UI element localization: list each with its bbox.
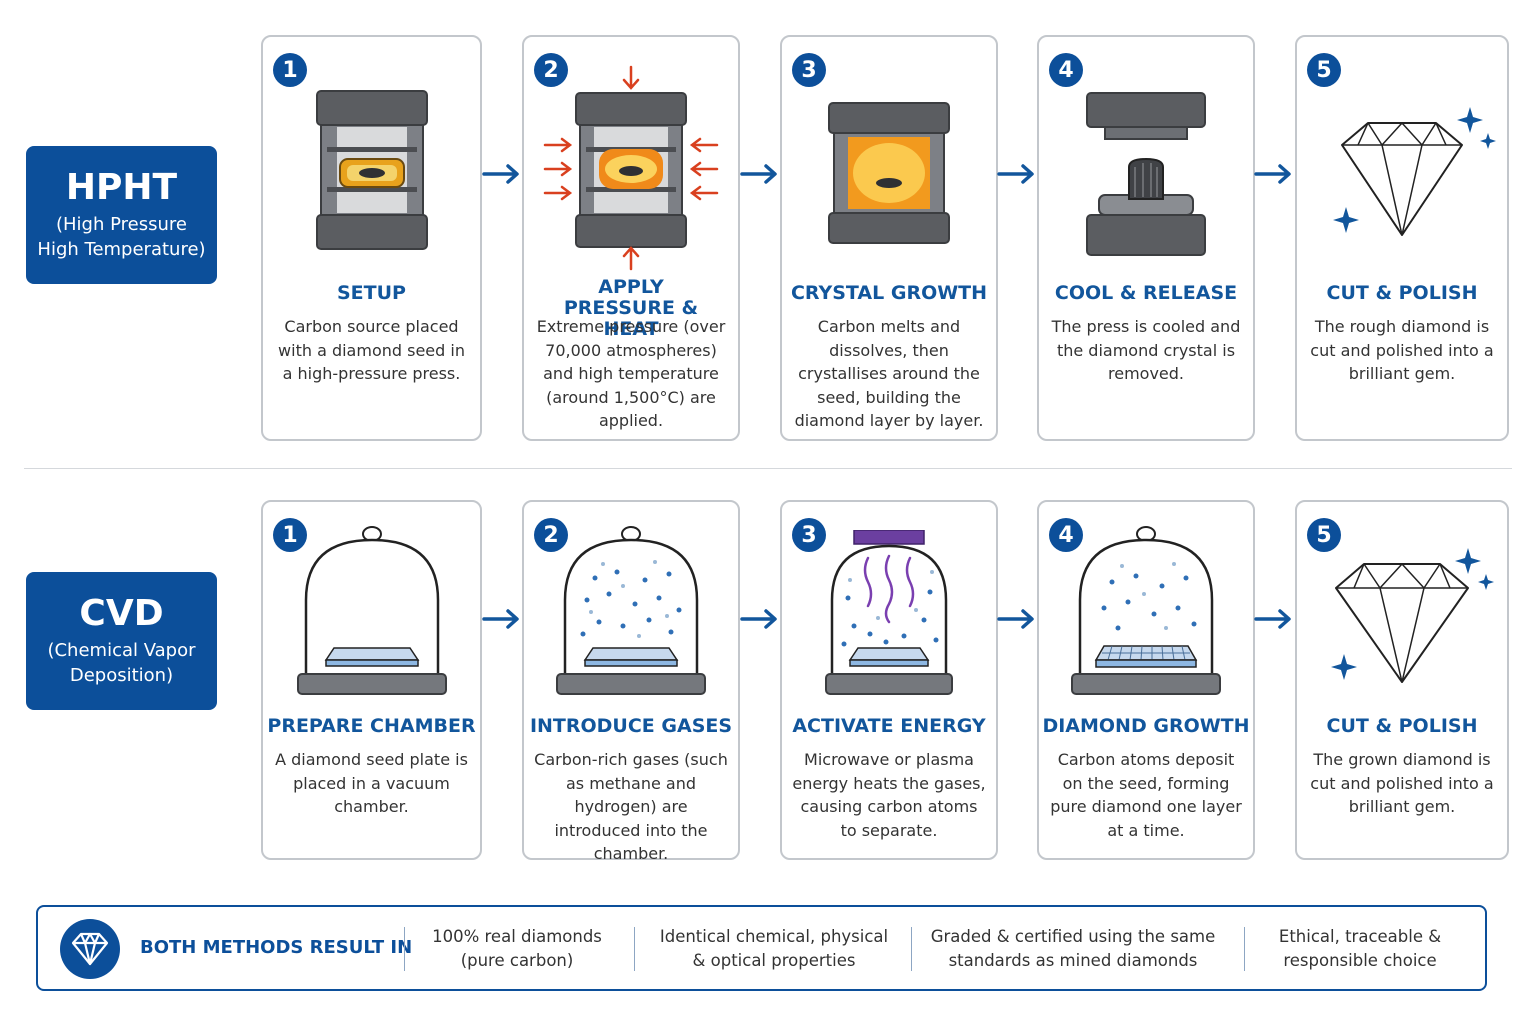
step-description: The rough diamond is cut and polished in…: [1310, 317, 1494, 383]
cvd-method-name: CVD: [79, 593, 164, 635]
step-description: Carbon atoms deposit on the seed, formin…: [1050, 750, 1242, 840]
press-pressure-heat-icon: [524, 63, 738, 273]
hpht-step-3-card: 3 CRYSTAL GROWTH Carbon melts and dissol…: [780, 35, 998, 441]
cvd-method-subtitle: (Chemical Vapor Deposition): [47, 639, 196, 686]
step-number-badge: 3: [792, 53, 826, 87]
step-description: Microwave or plasma energy heats the gas…: [792, 750, 986, 840]
arrow-right-icon: [997, 164, 1034, 184]
arrow-right-icon: [482, 609, 519, 629]
summary-item: Identical chemical, physical & optical p…: [659, 927, 889, 970]
cvd-method-label: CVD (Chemical Vapor Deposition): [26, 572, 217, 710]
summary-separator: [911, 927, 912, 971]
summary-separator: [1244, 927, 1245, 971]
step-number-badge: 1: [273, 518, 307, 552]
diamond-gem-icon: [1297, 107, 1507, 247]
step-description: Extreme pressure (over 70,000 atmosphere…: [536, 317, 726, 430]
hpht-step-5-card: 5 CUT & POLISH The rough diamond is cut …: [1295, 35, 1509, 441]
hpht-step-1-card: 1 SETUP Carbon source placed with a diam…: [261, 35, 482, 441]
cvd-step-1-card: 1 PREPARE CHAMBER A diamond seed plate i…: [261, 500, 482, 860]
chamber-gases-icon: [524, 524, 738, 696]
cvd-step-5-card: 5 CUT & POLISH The grown diamond is cut …: [1295, 500, 1509, 860]
hpht-step-2-card: 2 APPLY PRESSURE & HEAT Extreme pre: [522, 35, 740, 441]
step-title: SETUP: [337, 282, 406, 304]
arrow-right-icon: [482, 164, 519, 184]
summary-item: Graded & certified using the same standa…: [930, 927, 1216, 970]
arrow-right-icon: [1254, 164, 1291, 184]
step-title: COOL & RELEASE: [1054, 282, 1238, 304]
hpht-method-name: HPHT: [65, 167, 178, 209]
cvd-step-4-card: 4 DIAMOND GROWTH Carbon atoms deposit on: [1037, 500, 1255, 860]
summary-separator: [634, 927, 635, 971]
step-number-badge: 2: [534, 518, 568, 552]
step-title: CUT & POLISH: [1326, 282, 1478, 304]
summary-separator: [404, 927, 405, 971]
press-open-icon: [1039, 91, 1253, 261]
summary-item: Ethical, traceable & responsible choice: [1278, 927, 1442, 970]
step-title: CRYSTAL GROWTH: [790, 282, 988, 304]
cvd-step-3-card: 3 ACTIVATE ENERGY Microwave or plasma en: [780, 500, 998, 860]
step-title: CUT & POLISH: [1326, 715, 1478, 737]
step-number-badge: 4: [1049, 518, 1083, 552]
step-description: The grown diamond is cut and polished in…: [1310, 750, 1494, 816]
diamond-icon: [60, 919, 120, 979]
step-description: A diamond seed plate is placed in a vacu…: [275, 750, 468, 816]
chamber-diamond-growth-icon: [1039, 524, 1253, 696]
arrow-right-icon: [740, 164, 777, 184]
hpht-method-label: HPHT (High Pressure High Temperature): [26, 146, 217, 284]
step-number-badge: 5: [1307, 53, 1341, 87]
press-crystal-growth-icon: [782, 99, 996, 249]
arrow-right-icon: [1254, 609, 1291, 629]
step-number-badge: 5: [1307, 518, 1341, 552]
summary-bar: BOTH METHODS RESULT IN 100% real diamond…: [36, 905, 1487, 991]
step-number-badge: 3: [792, 518, 826, 552]
summary-title: BOTH METHODS RESULT IN: [140, 937, 413, 958]
section-divider: [24, 468, 1512, 469]
press-setup-icon: [263, 87, 480, 257]
arrow-right-icon: [740, 609, 777, 629]
step-number-badge: 4: [1049, 53, 1083, 87]
step-title: ACTIVATE ENERGY: [792, 715, 986, 737]
step-description: The press is cooled and the diamond crys…: [1051, 317, 1241, 383]
hpht-method-subtitle: (High Pressure High Temperature): [37, 213, 206, 260]
step-number-badge: 1: [273, 53, 307, 87]
step-title: PREPARE CHAMBER: [267, 715, 476, 737]
step-title: APPLY PRESSURE & HEAT: [563, 276, 699, 340]
arrow-right-icon: [997, 609, 1034, 629]
cvd-step-2-card: 2 INTRODUCE GASES Carbon-rich gases (suc…: [522, 500, 740, 863]
hpht-step-4-card: 4 COOL & RELEASE The press is cooled and…: [1037, 35, 1255, 441]
step-description: Carbon source placed with a diamond seed…: [278, 317, 465, 383]
step-title: DIAMOND GROWTH: [1042, 715, 1250, 737]
vacuum-chamber-icon: [263, 524, 480, 696]
step-number-badge: 2: [534, 53, 568, 87]
diamond-gem-icon: [1297, 548, 1507, 688]
step-description: Carbon melts and dissolves, then crystal…: [794, 317, 984, 430]
chamber-plasma-icon: [782, 530, 996, 696]
step-title: INTRODUCE GASES: [529, 715, 733, 737]
step-description: Carbon-rich gases (such as methane and h…: [534, 750, 728, 863]
summary-item: 100% real diamonds (pure carbon): [432, 927, 602, 970]
